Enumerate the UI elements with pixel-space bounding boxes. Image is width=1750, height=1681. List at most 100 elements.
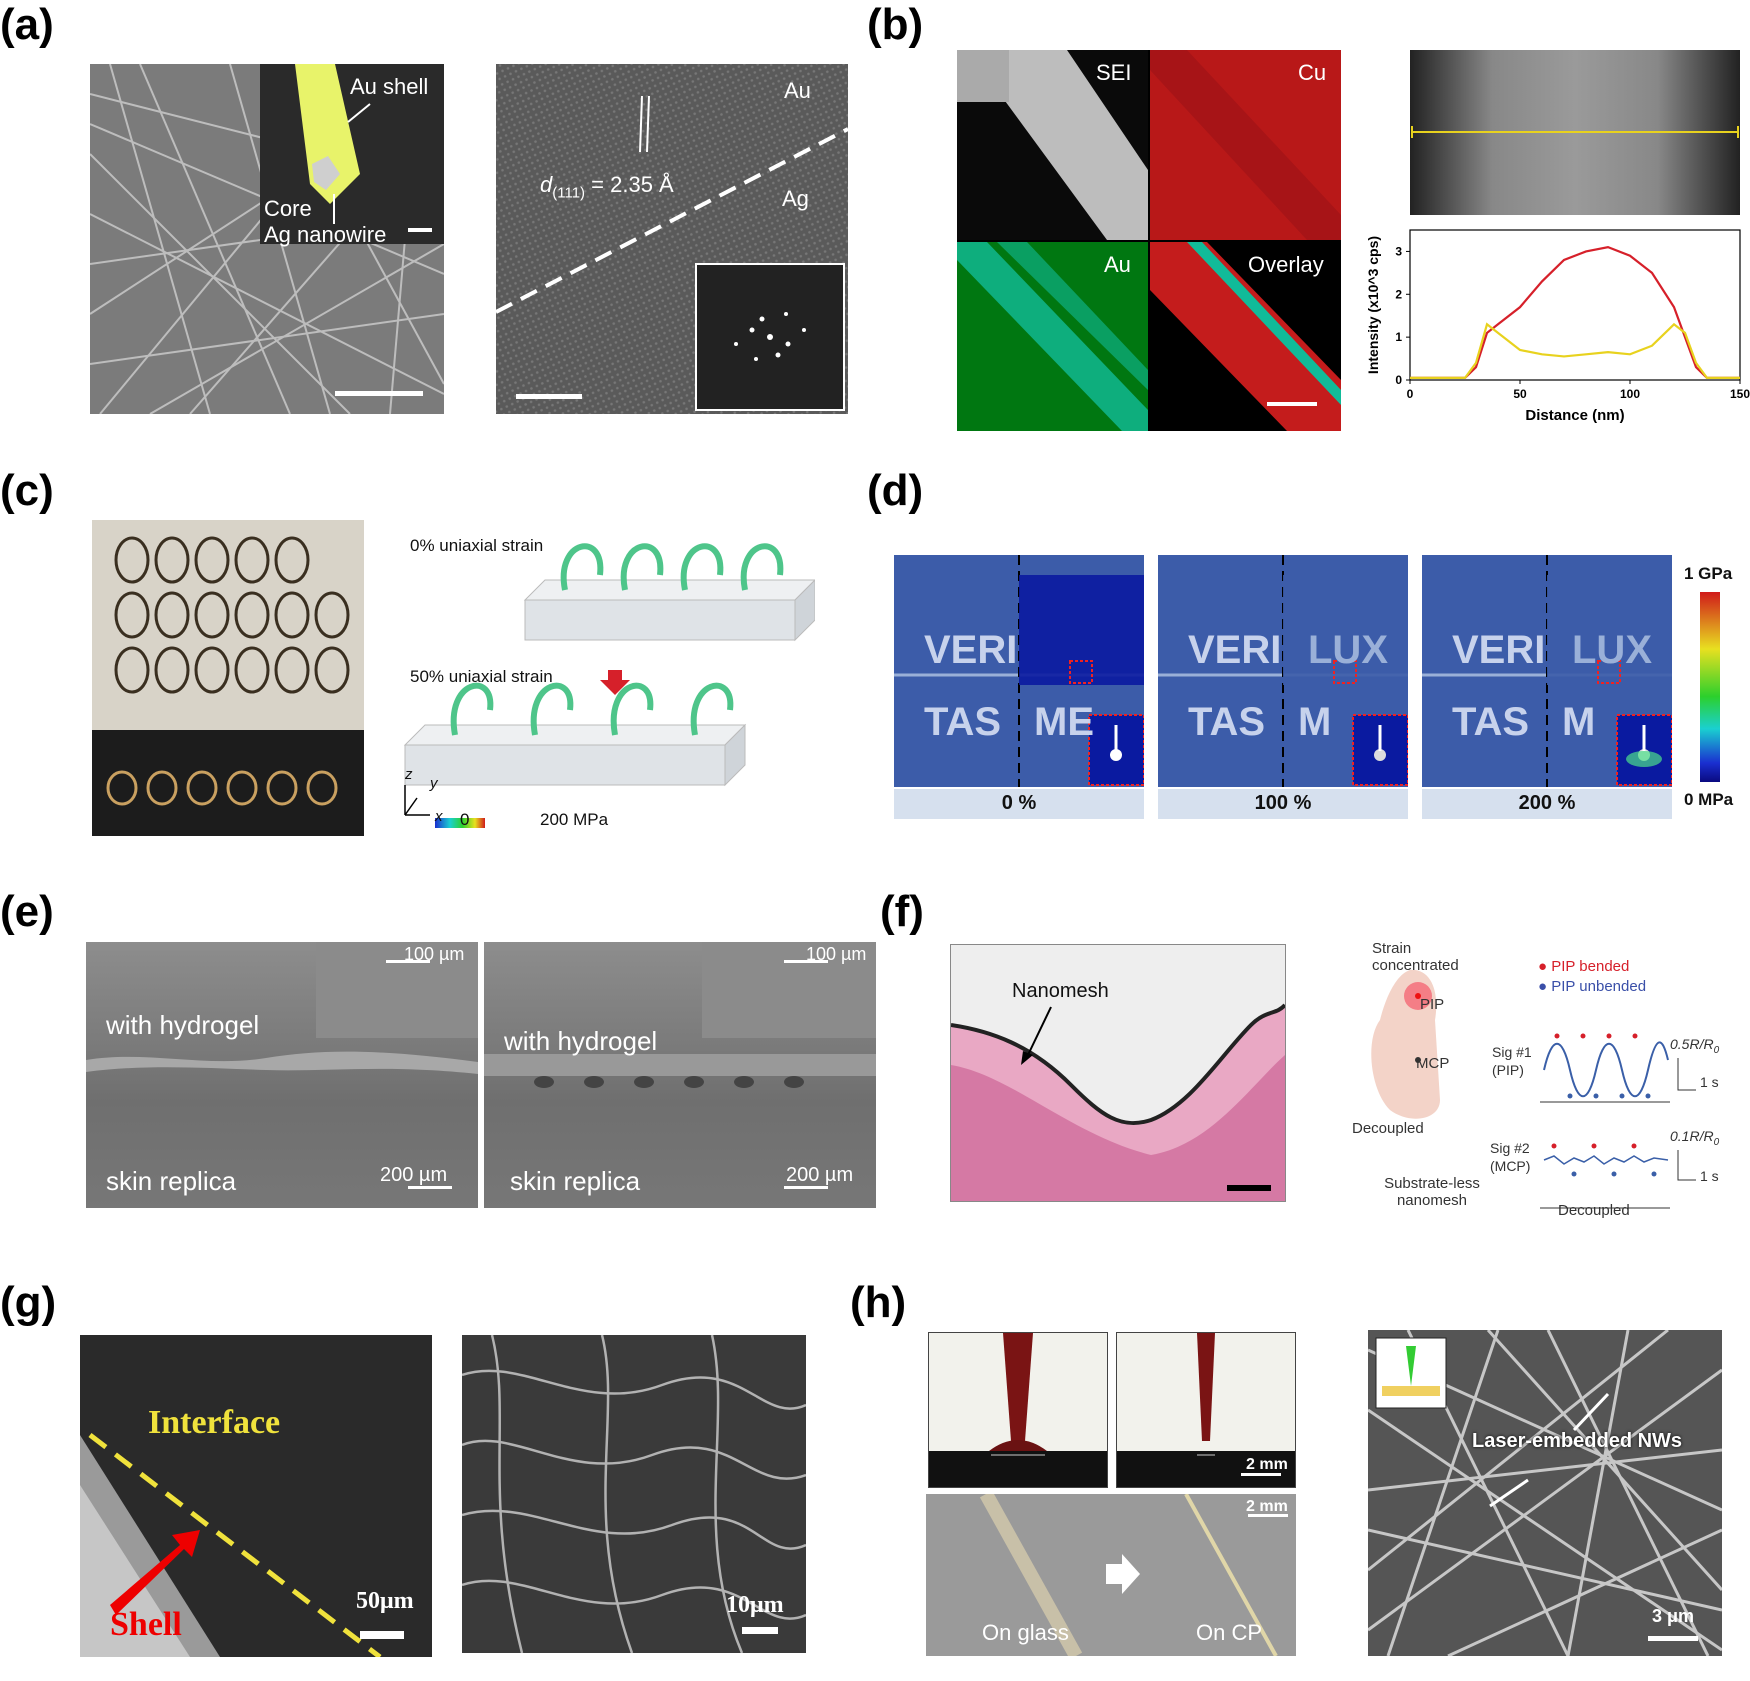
scale-10um: 10μm	[726, 1592, 784, 1618]
sem-interface-image	[80, 1335, 432, 1657]
y-tick-label-1: 1	[1395, 330, 1402, 344]
label-skin-right: skin replica	[510, 1166, 641, 1196]
interface-dashed-line	[496, 127, 848, 314]
panel-label-d: (d)	[867, 466, 924, 515]
strain-label-bar-1	[1158, 789, 1408, 819]
panel-label-b: (b)	[867, 0, 924, 49]
colorbar-c-min: 0	[460, 810, 470, 829]
label-au-shell: Au shell	[350, 74, 429, 99]
label-decoupled: Decoupled	[1352, 1120, 1424, 1137]
axis-z: z	[405, 766, 413, 783]
scale-2mm-bottom: 2 mm	[1246, 1498, 1288, 1515]
label-d-spacing: d(111) = 2.35 Å	[540, 172, 674, 202]
arrow-right-icon	[1106, 1554, 1140, 1594]
tem-image-au-ag-interface	[496, 64, 848, 414]
sem-hydrogel-right	[484, 942, 876, 1208]
strain-percent-1: 100 %	[1254, 792, 1312, 814]
label-overlay: Overlay	[1248, 252, 1324, 277]
sem-porous-image	[462, 1335, 806, 1653]
scale-50um: 50μm	[356, 1588, 414, 1614]
y-tick-label-3: 3	[1395, 244, 1402, 258]
label-sei: SEI	[1096, 60, 1132, 85]
strain-percent-2: 200 %	[1518, 792, 1576, 814]
label-ag: Ag	[782, 186, 809, 211]
series-line-0	[1410, 246, 1740, 379]
panel-label-a: (a)	[0, 0, 54, 49]
label-me: M	[1298, 700, 1332, 744]
axis-x: x	[435, 808, 443, 825]
strain-label-bar-2	[1422, 789, 1672, 819]
legend-bended: ● PIP bended	[1538, 958, 1630, 975]
label-tas: TAS	[1188, 700, 1266, 744]
label-on-cp: On CP	[1196, 1620, 1263, 1645]
strain-image-0	[894, 555, 1144, 787]
label-lux: LUX	[1572, 628, 1652, 672]
label-pip: PIP	[1420, 996, 1445, 1013]
label-strain-0: 0% uniaxial strain	[410, 536, 544, 555]
strain-image-1	[1158, 555, 1408, 787]
plot-frame	[1409, 229, 1741, 381]
label-lux: LUX	[1308, 628, 1388, 672]
label-verl: VERI	[1188, 628, 1282, 672]
series-line-1	[1410, 322, 1740, 379]
label-core: Core	[264, 196, 312, 221]
scale-1s-b: 1 s	[1700, 1168, 1719, 1184]
colorbar-d	[1700, 592, 1720, 782]
eds-map-grid	[957, 50, 1341, 431]
lines-on-substrates	[926, 1494, 1296, 1656]
legend-dot-red: ●	[1538, 958, 1552, 975]
label-decoupled-bottom: Decoupled	[1558, 1202, 1630, 1219]
label-verl: VERI	[1452, 628, 1546, 672]
strain-image-2	[1422, 555, 1672, 787]
scale-bars-f	[1677, 1058, 1696, 1181]
label-interface: Interface	[148, 1404, 281, 1441]
fem-strain-diagram	[403, 543, 815, 828]
nanowire-texture	[90, 64, 444, 414]
sem-image-nanowire-network	[90, 64, 444, 414]
scale-05R: 0.5R/R0	[1670, 1036, 1720, 1056]
arrow-icon	[110, 1530, 200, 1615]
scale-100-right: 100 µm	[806, 944, 867, 964]
droplet-on-glass	[928, 1332, 1108, 1488]
panel-label-c: (c)	[0, 466, 54, 515]
label-au-map: Au	[1104, 252, 1131, 277]
label-me: M	[1562, 700, 1596, 744]
colorbar-c	[435, 818, 485, 828]
panel-label-e: (e)	[0, 887, 54, 936]
label-mcp: MCP	[1416, 1055, 1450, 1072]
label-strain-50: 50% uniaxial strain	[410, 667, 553, 686]
sem-laser-embedded-nws	[1368, 1330, 1722, 1656]
line-scan-image	[1410, 50, 1740, 215]
label-nanomesh: Nanomesh	[1012, 980, 1109, 1002]
scale-01R: 0.1R/R0	[1670, 1128, 1720, 1148]
label-on-glass: On glass	[982, 1620, 1069, 1645]
scale-200-right: 200 µm	[786, 1164, 854, 1186]
label-tas: TAS	[1452, 700, 1530, 744]
legend-unbended: ● PIP unbended	[1538, 978, 1647, 995]
arrow-down-icon	[600, 670, 630, 695]
label-sig1b: (PIP)	[1492, 1062, 1524, 1078]
finger-diagram	[1371, 969, 1440, 1119]
x-tick-label-0: 0	[1407, 387, 1414, 401]
colorbar-c-max: 200 MPa	[540, 810, 609, 829]
sem-hydrogel-left	[86, 942, 478, 1208]
legend-dot-blue: ●	[1538, 978, 1552, 995]
strain-label-bar-0	[894, 789, 1144, 819]
label-laser-embedded: Laser-embedded NWs	[1472, 1430, 1683, 1452]
label-skin-left: skin replica	[106, 1166, 237, 1196]
scale-3um: 3 μm	[1652, 1606, 1695, 1626]
label-verl: VERI	[924, 628, 1018, 672]
scale-200-left: 200 µm	[380, 1164, 448, 1186]
x-tick-label-2: 100	[1620, 387, 1640, 401]
label-cu: Cu	[1298, 60, 1327, 85]
label-sig2b: (MCP)	[1490, 1158, 1531, 1174]
x-axis-label: Distance (nm)	[1525, 407, 1624, 424]
colorbar-d-min: 0 MPa	[1684, 790, 1734, 809]
interface-line	[88, 1433, 382, 1657]
x-tick-label-1: 50	[1513, 387, 1527, 401]
panel-label-g: (g)	[0, 1278, 57, 1327]
droplet-on-cp	[1116, 1332, 1296, 1488]
label-shell: Shell	[110, 1606, 182, 1643]
scale-2mm-top: 2 mm	[1246, 1456, 1288, 1473]
